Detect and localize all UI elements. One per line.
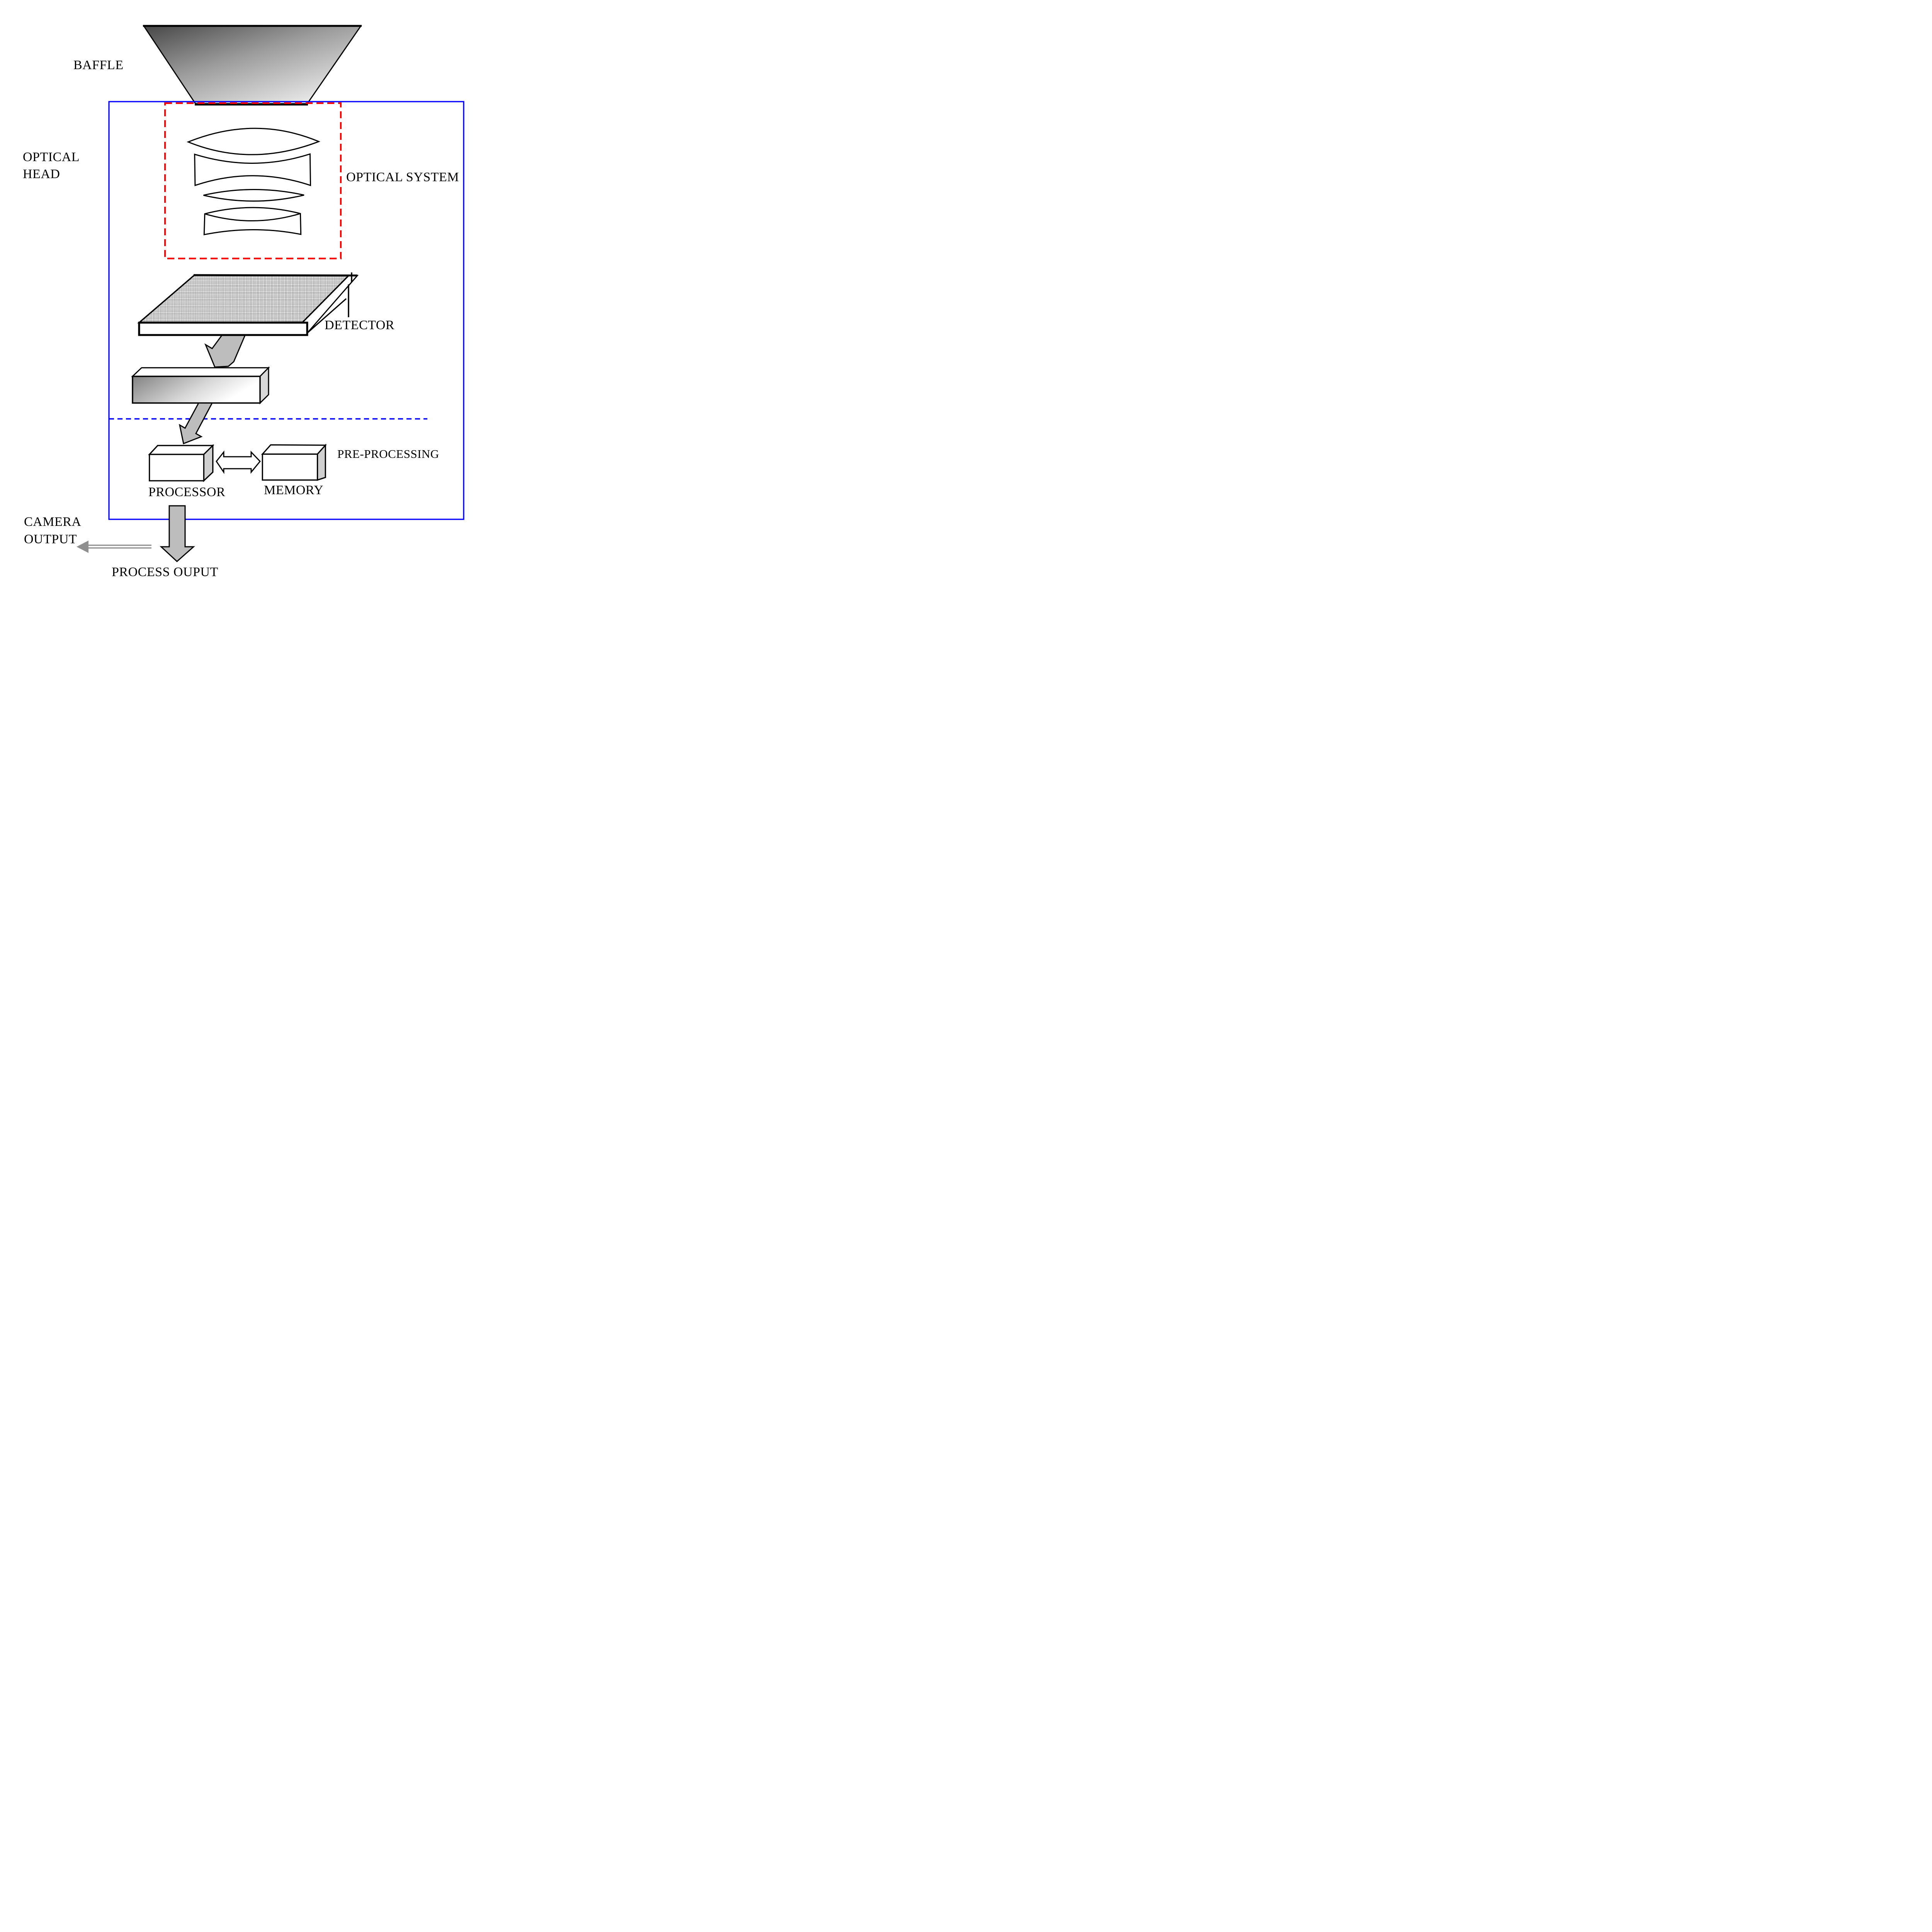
optical-head-label: OPTICAL HEAD xyxy=(23,149,80,183)
detector-top-edge xyxy=(193,274,358,277)
process-output-label: PROCESS OUPUT xyxy=(112,565,218,579)
lens-1-biconvex xyxy=(186,128,321,155)
optical-head-label-line1: OPTICAL xyxy=(23,150,80,164)
processor-box-front-face xyxy=(149,454,205,481)
optical-system-dashed-box xyxy=(164,102,342,260)
flow-arrow-processor-to-output-icon xyxy=(160,505,195,563)
lens-3-thin-biconvex xyxy=(203,189,304,202)
lens-2-biconcave xyxy=(194,153,311,186)
baffle-label: BAFFLE xyxy=(73,58,124,72)
flow-arrow-detector-to-readout-icon xyxy=(204,335,246,368)
readout-bar-top-face xyxy=(131,367,270,377)
pre-processing-label: PRE-PROCESSING xyxy=(337,447,439,461)
camera-output-label: CAMERA OUTPUT xyxy=(24,513,81,548)
flow-arrow-readout-to-processor-icon xyxy=(179,402,213,445)
baffle-funnel xyxy=(143,25,362,105)
processor-box-top-face xyxy=(148,445,214,455)
detector-label: DETECTOR xyxy=(325,318,395,332)
camera-output-arrow-tail-top xyxy=(88,544,151,546)
camera-output-label-line1: CAMERA xyxy=(24,515,82,529)
memory-box-top-face xyxy=(261,444,327,455)
readout-bar-front-face xyxy=(132,376,261,404)
memory-box-front-face xyxy=(262,453,318,481)
processor-label: PROCESSOR xyxy=(148,485,226,499)
optical-head-enclosure-box xyxy=(108,101,464,520)
camera-output-label-line2: OUTPUT xyxy=(24,532,77,546)
detector-side-inner-line xyxy=(307,298,347,333)
optical-head-label-line2: HEAD xyxy=(23,167,60,181)
camera-output-arrow-tail-bottom xyxy=(88,547,151,549)
diagram-shapes xyxy=(77,25,464,563)
optical-system-label: OPTICAL SYSTEM xyxy=(346,170,459,184)
detector-front-face xyxy=(138,321,308,336)
camera-output-arrowhead-icon xyxy=(77,541,88,553)
memory-label: MEMORY xyxy=(264,483,324,497)
processor-memory-double-arrow-icon xyxy=(216,450,261,474)
diagram-canvas: BAFFLE OPTICAL HEAD OPTICAL SYSTEM DETEC… xyxy=(0,0,502,600)
lens-4-inner-surface xyxy=(204,213,301,221)
